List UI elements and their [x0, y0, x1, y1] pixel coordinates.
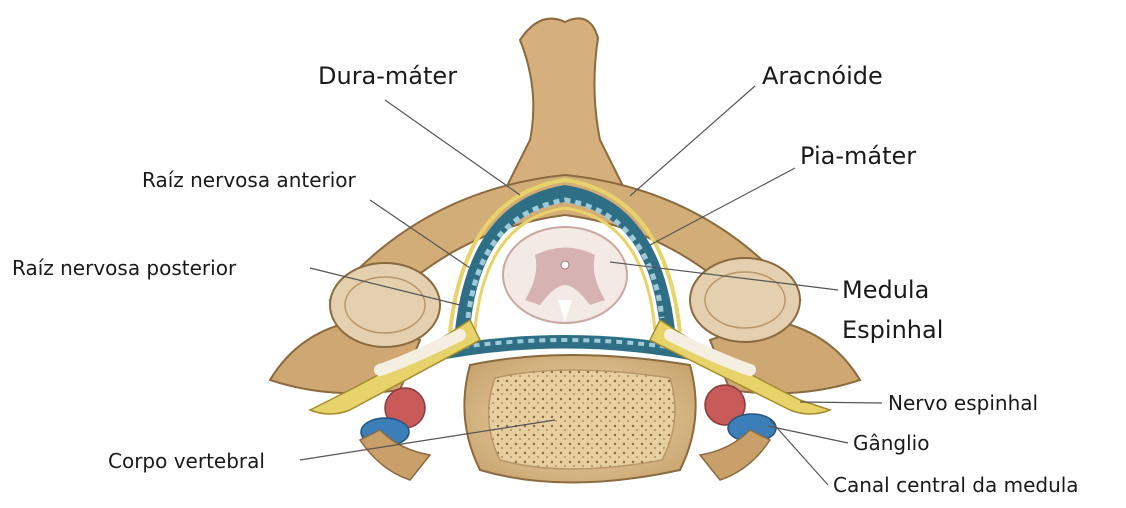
label-nervo-espinhal: Nervo espinhal [888, 393, 1038, 413]
label-raiz-anterior: Raíz nervosa anterior [142, 170, 356, 190]
articular-facet-left [330, 263, 440, 347]
label-canal-central: Canal central da medula [833, 475, 1079, 495]
spinous-process [500, 18, 630, 200]
label-dura-mater: Dura-máter [318, 64, 457, 88]
label-medula-line2: Espinhal [842, 318, 943, 342]
label-pia-mater: Pia-máter [800, 144, 916, 168]
label-raiz-posterior: Raíz nervosa posterior [12, 258, 236, 278]
label-aracnoide: Aracnóide [762, 64, 883, 88]
articular-facet-right [690, 258, 800, 342]
label-medula-line1: Medula [842, 278, 929, 302]
label-corpo-vertebral: Corpo vertebral [108, 451, 265, 471]
label-ganglio: Gânglio [853, 433, 929, 453]
central-canal [561, 261, 569, 269]
